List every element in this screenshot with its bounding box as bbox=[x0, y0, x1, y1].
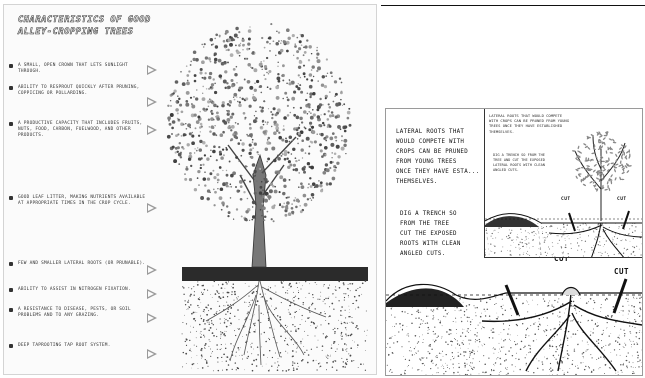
feature-resprouting: ABILITY TO RESPROUT QUICKLY AFTER PRUNIN… bbox=[18, 85, 148, 97]
feature-text: FEW AND SMALLER LATERAL ROOTS (OR PRUNAB… bbox=[18, 261, 145, 266]
cut-line bbox=[506, 285, 518, 315]
inset-lateral-note: LATERAL ROOTS THAT WOULD COMPETE WITH CR… bbox=[489, 113, 569, 134]
bullet-icon bbox=[9, 308, 13, 312]
bullet-icon bbox=[9, 64, 13, 68]
feature-lateral-roots: FEW AND SMALLER LATERAL ROOTS (OR PRUNAB… bbox=[18, 261, 148, 267]
lateral-roots-note: LATERAL ROOTS THAT WOULD COMPETE WITH CR… bbox=[396, 127, 492, 187]
feature-leaf-litter: GOOD LEAF LITTER, MAKING NUTRIENTS AVAIL… bbox=[18, 195, 148, 207]
inset-diagram: LATERAL ROOTS THAT WOULD COMPETE WITH CR… bbox=[484, 108, 643, 258]
top-frame-line bbox=[381, 0, 645, 6]
dig-trench-note: DIG A TRENCH SO FROM THE TREE CUT THE EX… bbox=[400, 209, 492, 259]
pointer-arrow-icon bbox=[147, 65, 157, 75]
pointer-arrow-icon bbox=[147, 97, 157, 107]
pointer-arrow-icon bbox=[147, 313, 157, 323]
inset-cut-line bbox=[569, 213, 575, 231]
tree-illustration bbox=[4, 5, 377, 375]
feature-text: A RESISTANCE TO DISEASE, PESTS, OR SOIL … bbox=[18, 307, 131, 318]
feature-resistance: A RESISTANCE TO DISEASE, PESTS, OR SOIL … bbox=[18, 307, 148, 319]
feature-text: DEEP TAPROOTING TAP ROOT SYSTEM. bbox=[18, 343, 111, 348]
feature-open-crown: A SMALL, OPEN CROWN THAT LETS SUNLIGHT T… bbox=[18, 63, 148, 75]
inset-trench-note: DIG A TRENCH SO FROM THE TREE AND CUT TH… bbox=[493, 153, 553, 173]
feature-text: GOOD LEAF LITTER, MAKING NUTRIENTS AVAIL… bbox=[18, 195, 145, 206]
pointer-arrow-icon bbox=[147, 265, 157, 275]
feature-taproot: DEEP TAPROOTING TAP ROOT SYSTEM. bbox=[18, 343, 148, 349]
bullet-icon bbox=[9, 344, 13, 348]
pointer-arrow-icon bbox=[147, 289, 157, 299]
bullet-icon bbox=[9, 288, 13, 292]
inset-cut-label: CUT bbox=[561, 197, 571, 202]
cut-line bbox=[614, 279, 626, 313]
pointer-arrow-icon bbox=[147, 203, 157, 213]
feature-text: ABILITY TO ASSIST IN NITROGEN FIXATION. bbox=[18, 287, 131, 292]
bullet-icon bbox=[9, 122, 13, 126]
feature-nitrogen-fixation: ABILITY TO ASSIST IN NITROGEN FIXATION. bbox=[18, 287, 148, 293]
bullet-icon bbox=[9, 196, 13, 200]
feature-text: A PRODUCTIVE CAPACITY THAT INCLUDES FRUI… bbox=[18, 121, 142, 138]
cut-label: CUT bbox=[614, 267, 629, 276]
feature-productive-capacity: A PRODUCTIVE CAPACITY THAT INCLUDES FRUI… bbox=[18, 121, 148, 139]
inset-leaves bbox=[572, 131, 632, 192]
root-pruning-panel: LATERAL ROOTS THAT WOULD COMPETE WITH CR… bbox=[385, 108, 643, 376]
bullet-icon bbox=[9, 86, 13, 90]
pointer-arrow-icon bbox=[147, 125, 157, 135]
bullet-icon bbox=[9, 262, 13, 266]
inset-cut-line bbox=[623, 211, 629, 229]
inset-cut-label: CUT bbox=[617, 197, 627, 202]
inset-roots bbox=[549, 223, 643, 258]
young-tree-base bbox=[562, 288, 580, 296]
pointer-arrow-icon bbox=[147, 349, 157, 359]
soil-surface bbox=[182, 267, 368, 281]
feature-text: ABILITY TO RESPROUT QUICKLY AFTER PRUNIN… bbox=[18, 85, 140, 96]
tree-crown bbox=[167, 23, 352, 222]
alley-cropping-trees-panel: CHARACTERISTICS OF GOOD ALLEY-CROPPING T… bbox=[3, 4, 377, 375]
feature-text: A SMALL, OPEN CROWN THAT LETS SUNLIGHT T… bbox=[18, 63, 128, 74]
